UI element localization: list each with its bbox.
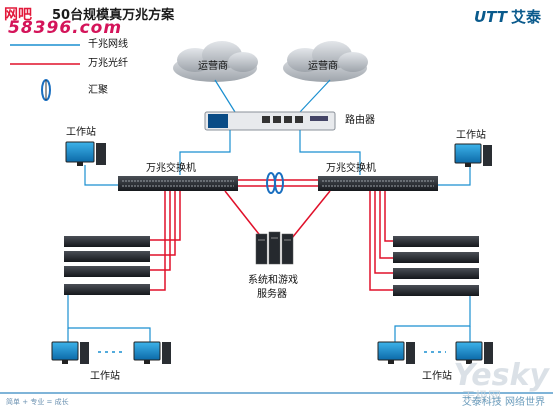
footer-tagline: 简单 + 专业 = 成长 [6,398,69,406]
legend-tengig-label: 万兆光纤 [88,58,128,69]
workstation-bottom-left-2-icon [133,341,171,364]
switch-left-label: 万兆交换机 [146,163,196,174]
workstation-top-right-icon [454,143,492,167]
isp-cloud-left [173,41,258,82]
isp-right-label: 运营商 [308,61,338,72]
brand-utt: UTT [473,8,507,26]
access-switches-left [64,236,150,295]
workstation-bottom-left-label: 工作站 [90,371,120,382]
switch-right-label: 万兆交换机 [326,163,376,174]
aggregation-icon [266,172,284,194]
legend-gigabit-label: 千兆网线 [88,39,128,50]
workstation-bottom-right-label: 工作站 [422,371,452,382]
switch-right-device [318,176,438,191]
workstation-top-left-icon [65,141,106,166]
legend-aggregation-icon [41,79,51,101]
footer-divider [0,392,553,394]
brand-name: 艾泰 [510,8,541,26]
legend-aggregation-label: 汇聚 [88,85,108,96]
yesky-watermark: Yesky [453,358,549,393]
yesky-cn-watermark: 天极网 [461,390,501,405]
slide-title: 50台规模真万兆方案 [52,8,175,23]
isp-left-label: 运营商 [198,61,228,72]
servers-device [255,231,294,265]
workstation-bottom-right-2-icon [455,341,493,364]
servers-label-line2: 服务器 [257,289,287,300]
switch-left-device [118,176,238,191]
workstation-bottom-left-1-icon [51,341,89,364]
workstation-top-left-label: 工作站 [66,127,96,138]
access-switches-right [393,236,479,296]
router-label: 路由器 [345,115,375,126]
router-device [204,111,336,131]
workstation-bottom-right-1-icon [377,341,415,364]
footer-right-text: 艾泰科技 网络世界 [461,397,545,408]
servers-label-line1: 系统和游戏 [248,275,298,286]
workstation-top-right-label: 工作站 [456,130,486,141]
watermark-top: 网吧 [4,7,32,23]
watermark-site: 58396.com [8,18,123,38]
isp-cloud-right [283,41,368,82]
